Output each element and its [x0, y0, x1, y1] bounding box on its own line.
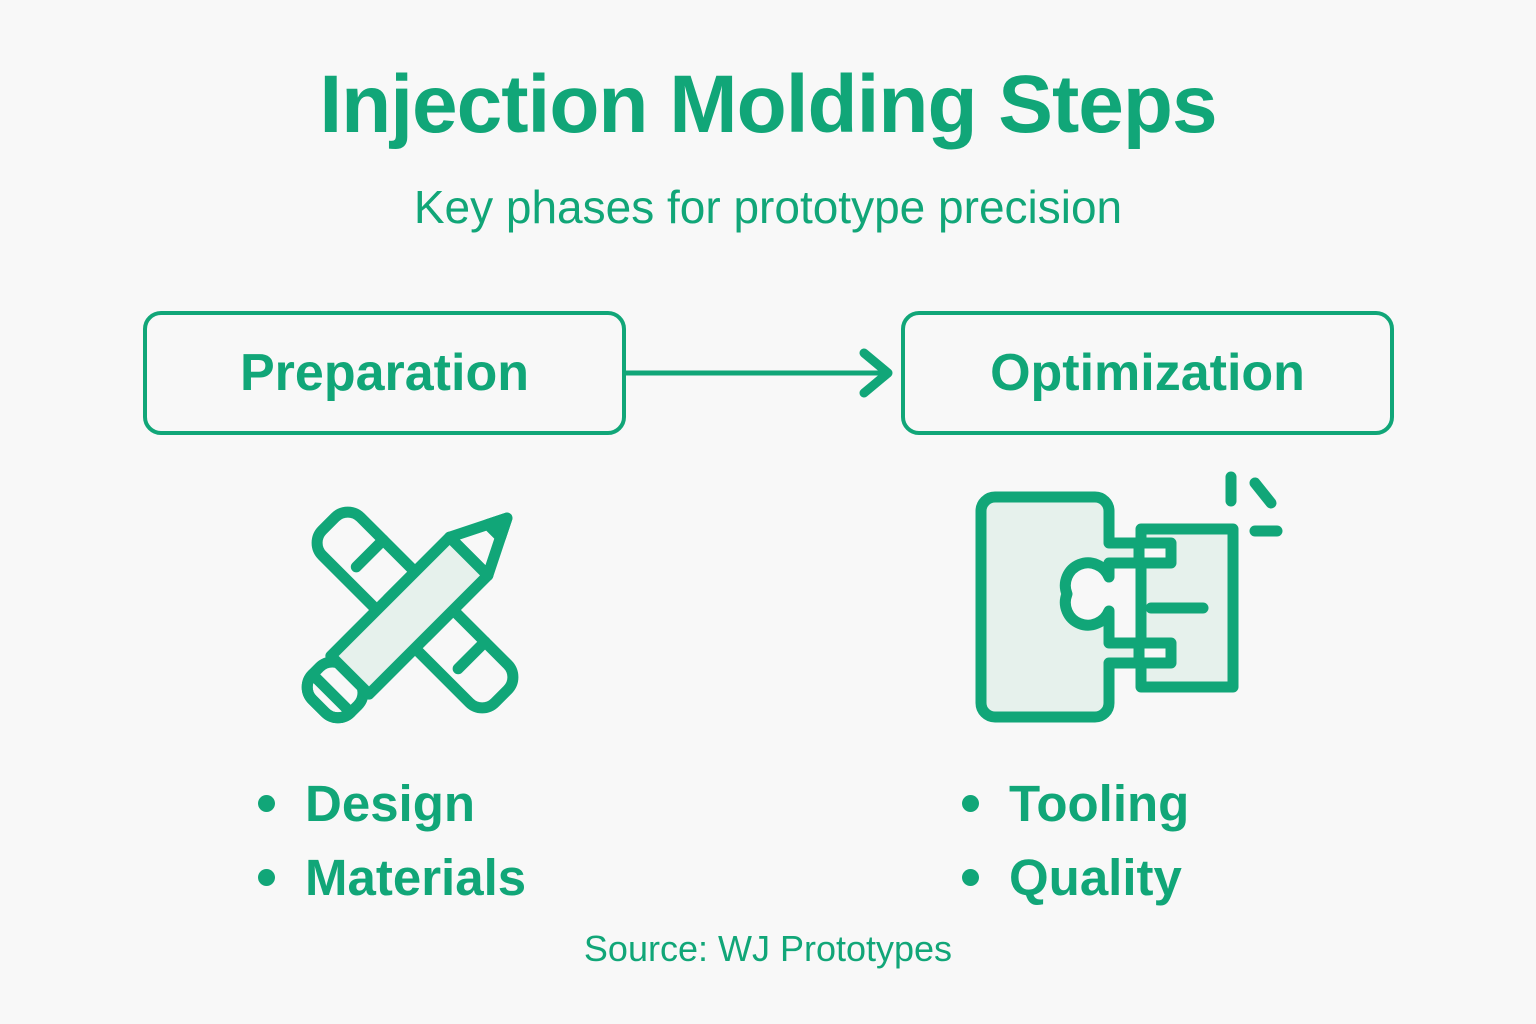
bullet-dot-icon: [962, 794, 979, 812]
bullet-list-preparation: Design Materials: [258, 766, 526, 914]
list-item: Tooling: [962, 766, 1189, 840]
source-caption: Source: WJ Prototypes: [583, 928, 953, 969]
phase-box-optimization[interactable]: Optimization: [901, 311, 1394, 435]
page-subtitle: Key phases for prototype precision: [413, 181, 1123, 233]
mold-halves-icon: [955, 465, 1285, 750]
bullet-dot-icon: [258, 794, 275, 812]
phase-box-preparation[interactable]: Preparation: [143, 311, 626, 435]
bullet-label: Design: [305, 774, 476, 832]
phase-box-optimization-label: Optimization: [990, 344, 1305, 402]
list-item: Materials: [258, 840, 526, 914]
phase-box-preparation-label: Preparation: [240, 344, 529, 402]
bullet-dot-icon: [258, 868, 275, 886]
bullet-list-optimization: Tooling Quality: [962, 766, 1189, 914]
list-item: Design: [258, 766, 526, 840]
list-item: Quality: [962, 840, 1189, 914]
bullet-label: Tooling: [1009, 774, 1190, 832]
bullet-label: Materials: [305, 848, 527, 906]
bullet-dot-icon: [962, 868, 979, 886]
pencil-ruler-icon: [255, 455, 575, 765]
bullet-label: Quality: [1009, 848, 1182, 906]
page-title: Injection Molding Steps: [319, 59, 1217, 150]
right-arrow-icon: [626, 348, 893, 398]
